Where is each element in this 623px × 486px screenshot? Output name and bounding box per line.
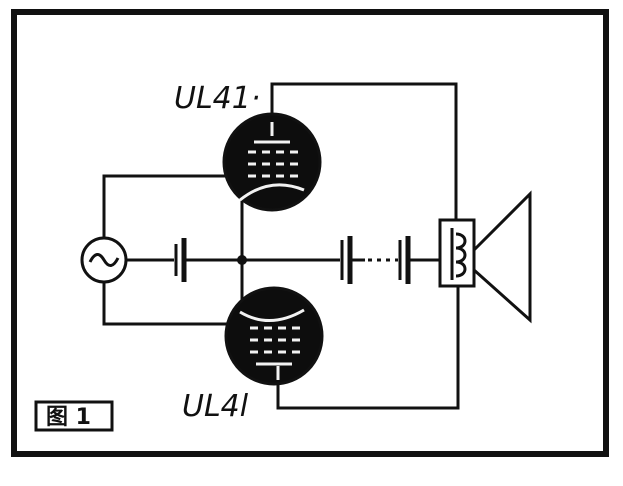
wire-source-bottom	[102, 282, 236, 326]
vacuum-tube-bottom	[224, 286, 324, 386]
transformer-coil-icon	[438, 218, 476, 288]
wire-bottom-plate	[276, 286, 460, 410]
vacuum-tube-top	[222, 112, 322, 212]
wire-source-top	[102, 174, 240, 238]
tube-top-label: UL41·	[174, 81, 260, 116]
outer-frame	[11, 9, 609, 457]
figure-label-box	[34, 400, 114, 432]
ac-source-icon	[80, 236, 128, 284]
tube-bottom-label: UL4l	[182, 389, 249, 424]
figure-label: 图 1	[46, 405, 91, 430]
junction-dot	[237, 255, 247, 265]
wire-top-plate	[270, 82, 458, 220]
loudspeaker-icon	[472, 190, 532, 324]
battery-icon	[174, 236, 411, 284]
